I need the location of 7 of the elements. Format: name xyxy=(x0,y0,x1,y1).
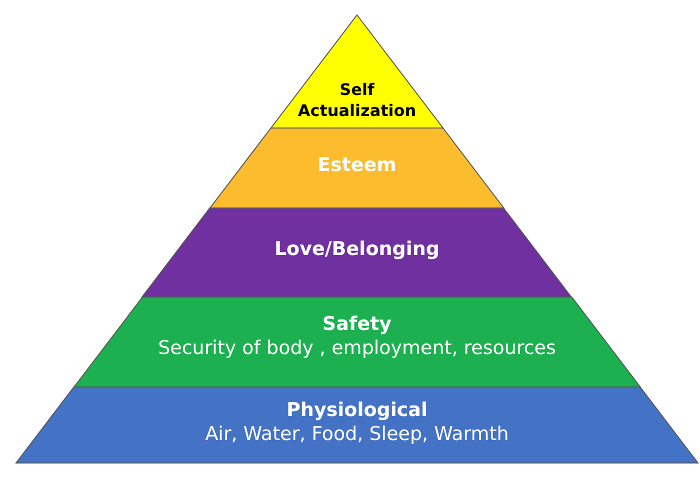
level-title: Safety xyxy=(322,313,392,336)
level-title: Physiological xyxy=(286,399,428,422)
level-title: Esteem xyxy=(318,154,396,177)
level-description: Air, Water, Food, Sleep, Warmth xyxy=(205,422,509,446)
level-title: Self Actualization xyxy=(296,79,418,121)
level-title: Love/Belonging xyxy=(274,238,440,261)
level-description: Security of body , employment, resources xyxy=(158,336,556,360)
